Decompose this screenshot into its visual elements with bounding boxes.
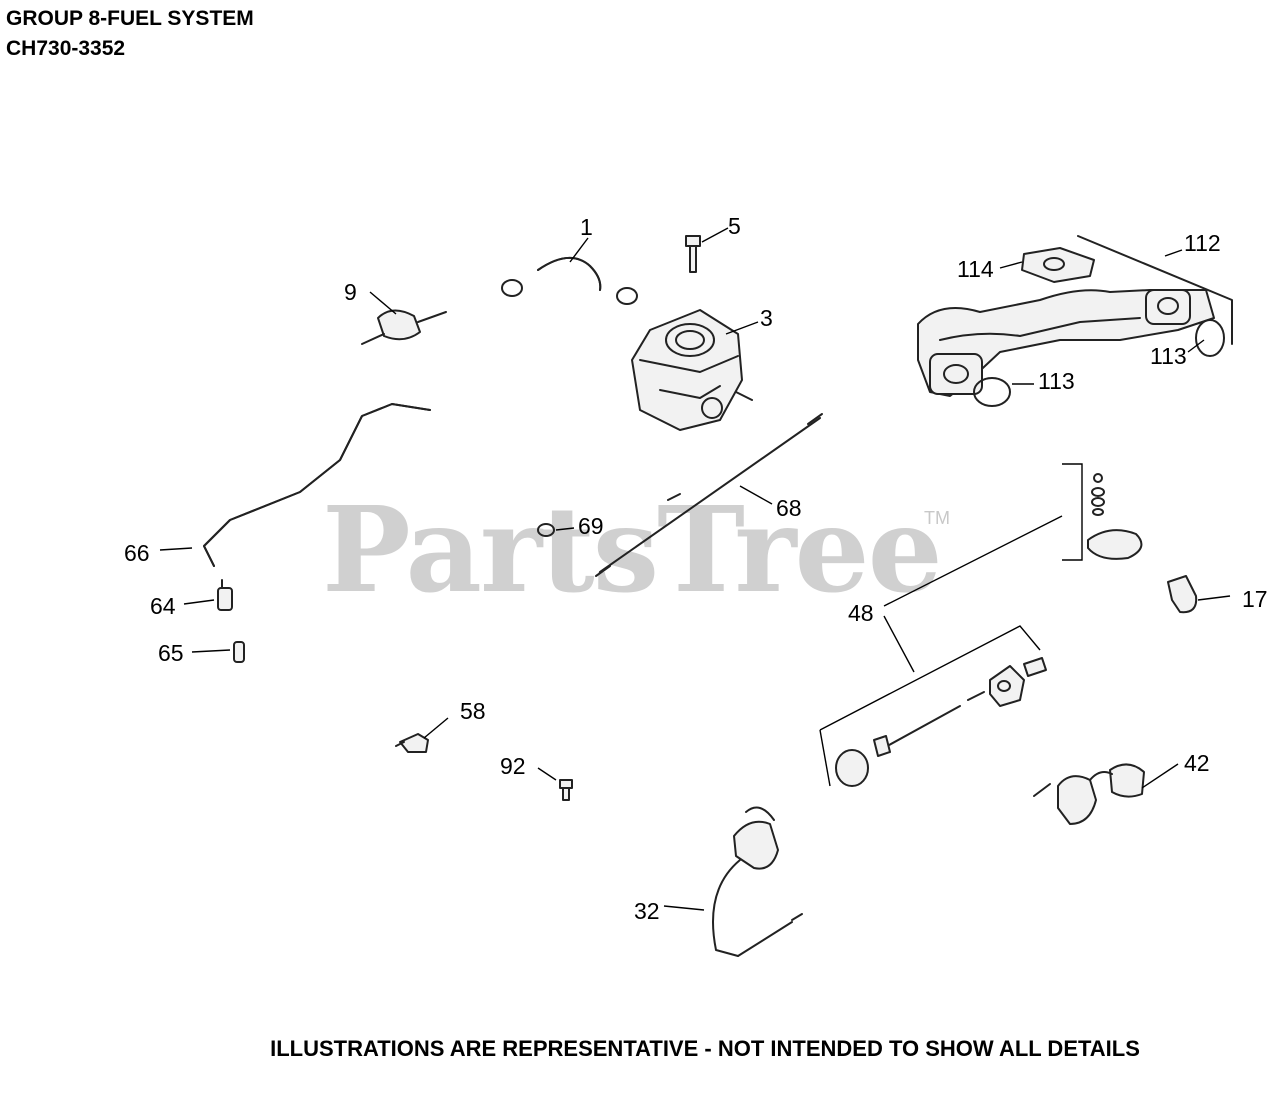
part-65-pin[interactable] bbox=[233, 641, 245, 663]
part-68-wire-lead[interactable] bbox=[595, 413, 823, 577]
callout-112: 112 bbox=[1184, 230, 1221, 256]
part-58-elbow-fitting[interactable] bbox=[395, 733, 429, 753]
part-69-washer[interactable] bbox=[537, 523, 555, 537]
part-113-o-ring-right[interactable] bbox=[1195, 319, 1225, 357]
part-66-fuel-line[interactable] bbox=[203, 403, 431, 567]
callout-5: 5 bbox=[728, 213, 741, 239]
part-42-fuel-solenoid[interactable] bbox=[1033, 763, 1145, 825]
callout-114: 114 bbox=[957, 256, 994, 282]
part-112-intake-manifold[interactable] bbox=[917, 235, 1233, 397]
callout-3: 3 bbox=[760, 305, 773, 331]
model-number: CH730-3352 bbox=[6, 37, 126, 60]
callout-17: 17 bbox=[1242, 586, 1268, 612]
watermark-trademark: TM bbox=[924, 508, 950, 528]
part-64-fuel-fitting[interactable] bbox=[217, 579, 233, 611]
callout-48: 48 bbox=[848, 600, 874, 626]
callout-64: 64 bbox=[150, 593, 176, 619]
callout-9: 9 bbox=[344, 279, 357, 305]
callout-68: 68 bbox=[776, 495, 802, 521]
part-114-gasket[interactable] bbox=[1021, 247, 1095, 283]
part-1-hose-elbow[interactable] bbox=[501, 257, 638, 305]
part-17-clip[interactable] bbox=[1167, 575, 1198, 614]
callout-32: 32 bbox=[634, 898, 660, 924]
callout-66: 66 bbox=[124, 540, 150, 566]
callout-65: 65 bbox=[158, 640, 184, 666]
callout-1: 1 bbox=[580, 214, 593, 240]
part-32-sensor[interactable] bbox=[712, 806, 803, 957]
part-9-fuel-filter[interactable] bbox=[361, 309, 447, 345]
callout-42: 42 bbox=[1184, 750, 1210, 776]
part-5-bolt[interactable] bbox=[685, 235, 701, 273]
part-3-carburetor[interactable] bbox=[631, 309, 753, 431]
disclaimer-note: ILLUSTRATIONS ARE REPRESENTATIVE - NOT I… bbox=[270, 1036, 1140, 1061]
callout-92: 92 bbox=[500, 753, 526, 779]
callout-69: 69 bbox=[578, 513, 604, 539]
part-48-fuel-pump-kit[interactable] bbox=[819, 463, 1143, 787]
callout-113-right: 113 bbox=[1150, 343, 1187, 369]
diagram-title: GROUP 8-FUEL SYSTEM bbox=[6, 7, 254, 30]
part-113-o-ring-left[interactable] bbox=[973, 377, 1011, 407]
callout-113-left: 113 bbox=[1038, 368, 1075, 394]
part-92-screw[interactable] bbox=[559, 779, 573, 801]
callout-58: 58 bbox=[460, 698, 486, 724]
